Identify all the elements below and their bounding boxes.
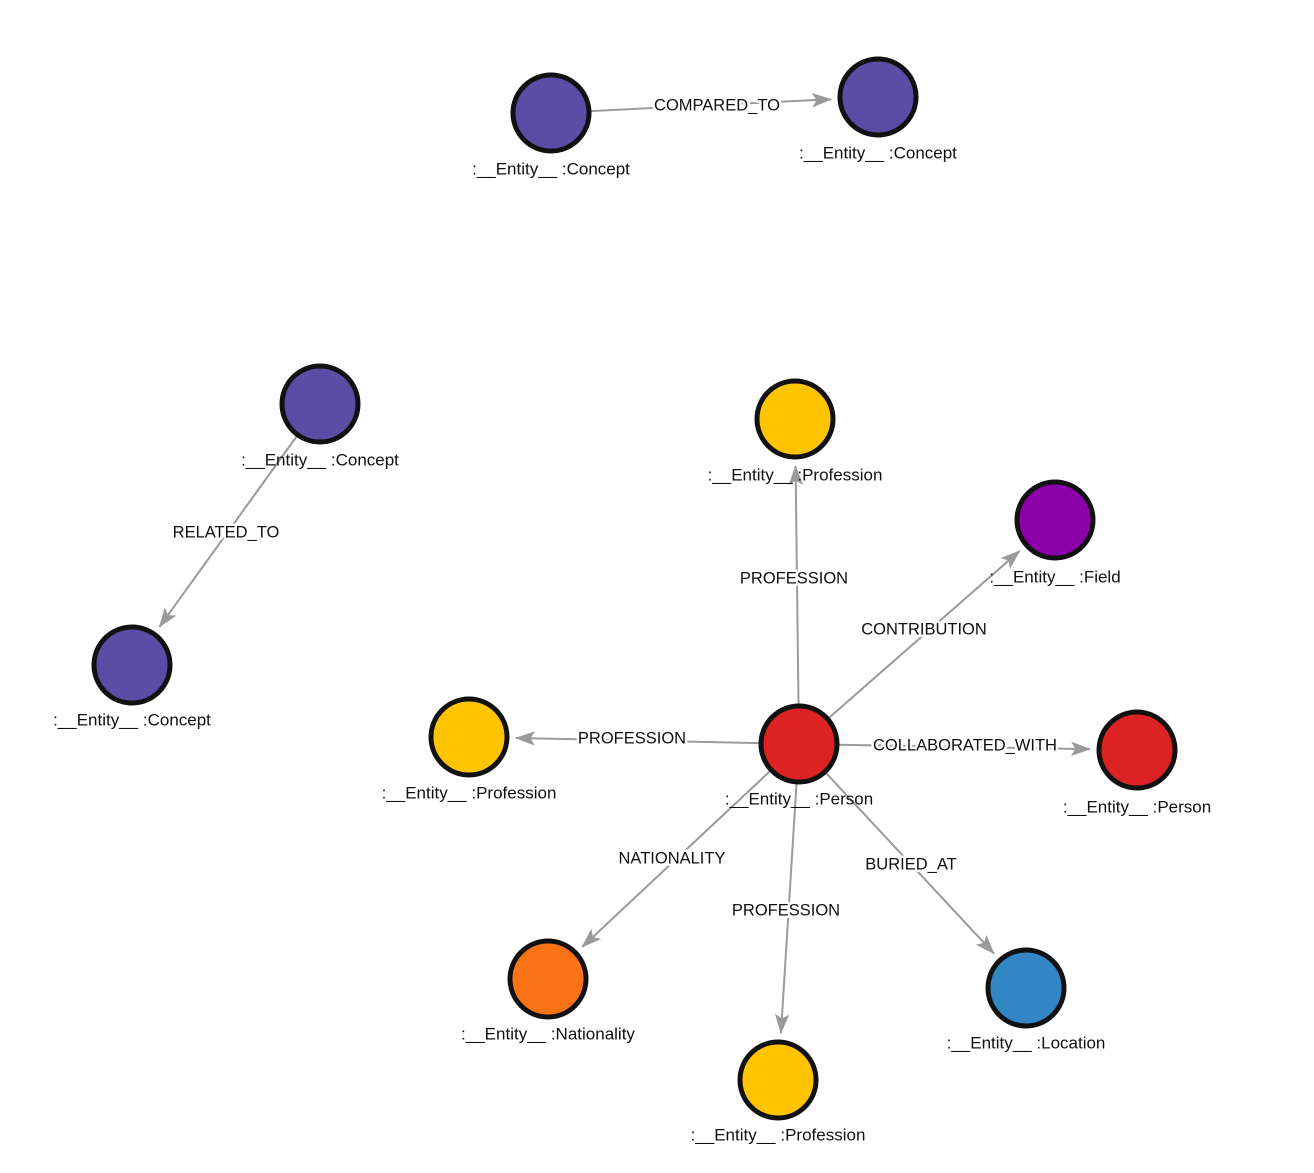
graph-node-profession[interactable] xyxy=(754,378,836,460)
graph-node-profession[interactable] xyxy=(428,696,510,778)
nodes-layer xyxy=(91,56,1178,1121)
graph-edge[interactable] xyxy=(581,769,772,948)
graph-edge[interactable] xyxy=(827,550,1021,720)
graph-node-field[interactable] xyxy=(1014,479,1096,561)
graph-edge[interactable] xyxy=(774,782,798,1035)
graph-edge[interactable] xyxy=(837,741,1092,757)
node-label: :__Entity__ :Concept xyxy=(799,143,957,162)
graph-node-concept[interactable] xyxy=(510,72,592,154)
graph-node-person[interactable] xyxy=(758,703,840,785)
graph-node-concept[interactable] xyxy=(279,363,361,445)
node-label: :__Entity__ :Concept xyxy=(241,450,399,469)
node-label: :__Entity__ :Nationality xyxy=(461,1024,635,1043)
graph-node-location[interactable] xyxy=(985,947,1067,1029)
graph-edge[interactable] xyxy=(158,435,299,628)
graph-node-concept[interactable] xyxy=(837,56,919,138)
edge-label: PROFESSION xyxy=(732,901,840,919)
edge-label: COMPARED_TO xyxy=(654,96,780,114)
edge-label: CONTRIBUTION xyxy=(861,620,987,638)
edge-label: PROFESSION xyxy=(740,569,848,587)
edge-label-halo: COMPARED_TO xyxy=(654,96,780,114)
node-label: :__Entity__ :Person xyxy=(1063,797,1211,816)
graph-edge[interactable] xyxy=(589,93,833,113)
node-label: :__Entity__ :Profession xyxy=(691,1125,866,1144)
edge-label: RELATED_TO xyxy=(173,523,280,541)
edge-label-halo: COLLABORATED_WITH xyxy=(873,736,1057,754)
edge-label: COLLABORATED_WITH xyxy=(873,736,1057,754)
graph-edge[interactable] xyxy=(788,464,804,706)
graph-node-profession[interactable] xyxy=(737,1039,819,1121)
edges-layer xyxy=(158,93,1092,1035)
edge-label-halo: PROFESSION xyxy=(578,729,686,747)
node-label: :__Entity__ :Profession xyxy=(708,465,883,484)
edge-label-halo: PROFESSION xyxy=(732,901,840,919)
edge-label-halo: BURIED_AT xyxy=(865,855,956,873)
node-label: :__Entity__ :Profession xyxy=(382,783,557,802)
edge-label-halo: NATIONALITY xyxy=(619,849,726,867)
node-label: :__Entity__ :Person xyxy=(725,789,873,808)
edge-label-halo: PROFESSION xyxy=(740,569,848,587)
graph-node-nationality[interactable] xyxy=(507,938,589,1020)
graph-node-person[interactable] xyxy=(1096,709,1178,791)
edge-label: NATIONALITY xyxy=(619,849,726,867)
edge-label: PROFESSION xyxy=(578,729,686,747)
node-label: :__Entity__ :Location xyxy=(947,1033,1106,1052)
node-label: :__Entity__ :Field xyxy=(989,567,1120,586)
edge-label-halo: CONTRIBUTION xyxy=(861,620,987,638)
graph-edge[interactable] xyxy=(824,771,995,955)
node-label: :__Entity__ :Concept xyxy=(472,159,630,178)
edge-label-halo: RELATED_TO xyxy=(173,523,280,541)
edge-captions-layer: COMPARED_TOCOMPARED_TORELATED_TORELATED_… xyxy=(170,94,1059,922)
edge-label: BURIED_AT xyxy=(865,855,956,873)
node-captions-layer: :__Entity__ :Concept :__Entity__ :Concept… xyxy=(53,143,1211,1144)
graph-node-concept[interactable] xyxy=(91,624,173,706)
graph-edge[interactable] xyxy=(514,731,761,746)
node-label: :__Entity__ :Concept xyxy=(53,710,211,729)
